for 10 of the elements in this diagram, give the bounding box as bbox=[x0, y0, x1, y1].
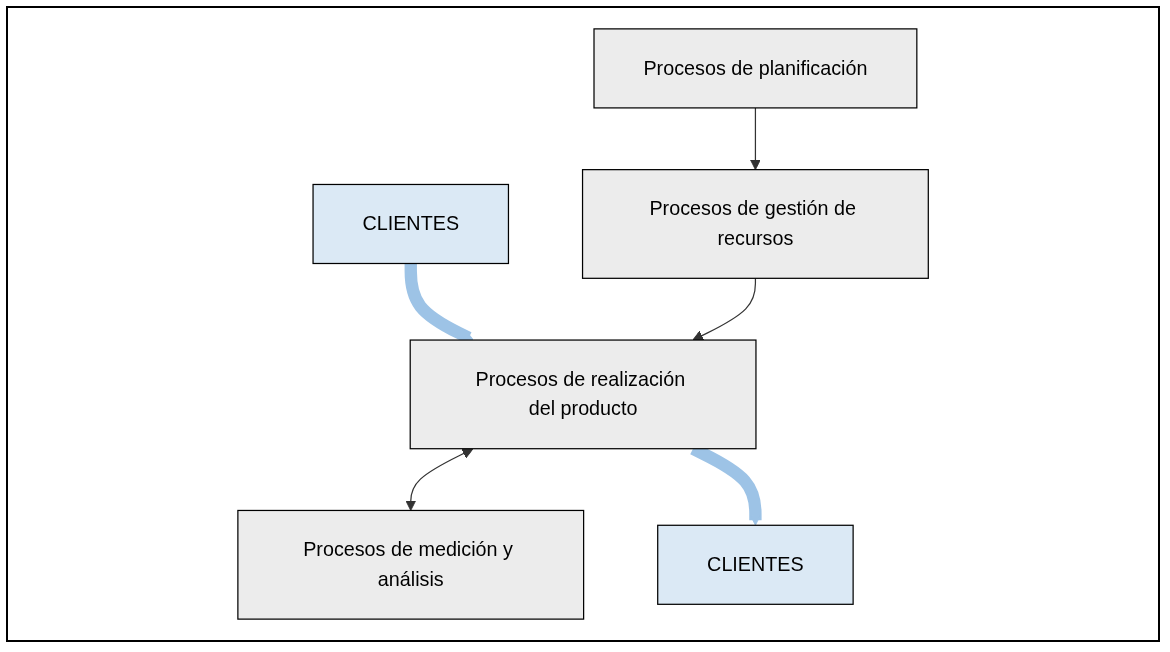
arrow bbox=[749, 107, 761, 171]
frame: CLIENTES Procesos de planificación Procesos de gestión de recursos Procesos de realización del producto Procesos de medición y análisis CLIENTES bbox=[6, 6, 1160, 642]
node-box bbox=[657, 524, 854, 605]
node-box bbox=[581, 169, 929, 279]
node-box bbox=[312, 183, 509, 265]
node-box bbox=[409, 339, 757, 450]
node-box bbox=[237, 509, 585, 620]
arrow bbox=[692, 277, 756, 341]
arrow bbox=[405, 448, 474, 511]
node-box bbox=[593, 28, 918, 109]
